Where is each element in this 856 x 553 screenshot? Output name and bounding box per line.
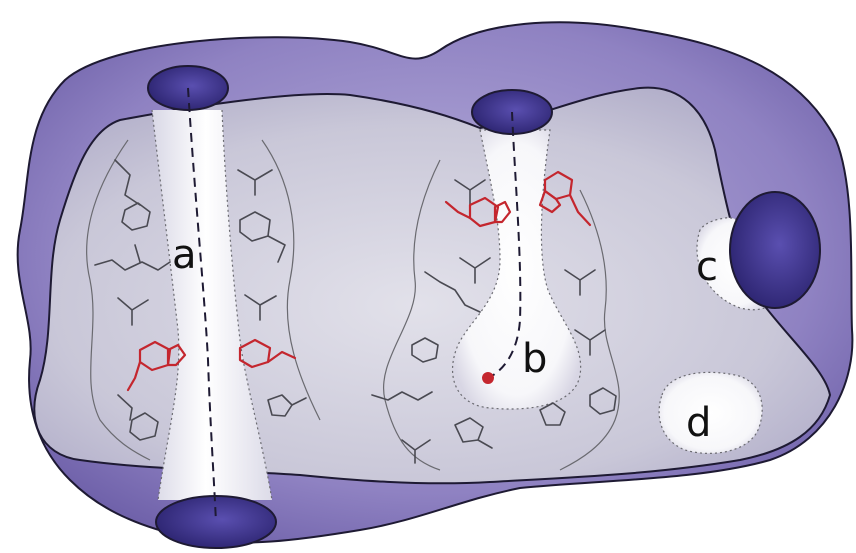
residues-a-right xyxy=(237,169,307,417)
label-c: c xyxy=(696,244,718,290)
label-a: a xyxy=(172,232,197,278)
tunnel-b-opening xyxy=(471,89,553,135)
label-d: d xyxy=(686,400,711,446)
residues-b-highlight xyxy=(444,170,592,228)
pocket-c-opening xyxy=(729,191,821,309)
lining-wall-left xyxy=(86,139,151,461)
tunnel-a-bottom-opening xyxy=(155,495,277,549)
label-b: b xyxy=(522,336,547,382)
residues-b xyxy=(371,179,617,464)
tunnel-a-path xyxy=(187,87,217,523)
ligand-dot xyxy=(482,372,494,384)
lining-wall-b-right xyxy=(559,189,620,471)
lining-wall-b-left xyxy=(382,159,441,471)
residues-a-left-highlight xyxy=(126,340,187,392)
tunnel-a xyxy=(152,110,272,500)
cavity-d xyxy=(658,371,763,454)
tunnel-b-path xyxy=(487,111,522,379)
residues-a-left xyxy=(94,159,171,441)
tunnel-b xyxy=(451,129,582,410)
residues-a-right-highlight xyxy=(238,338,297,369)
lining-wall-right xyxy=(261,139,321,421)
